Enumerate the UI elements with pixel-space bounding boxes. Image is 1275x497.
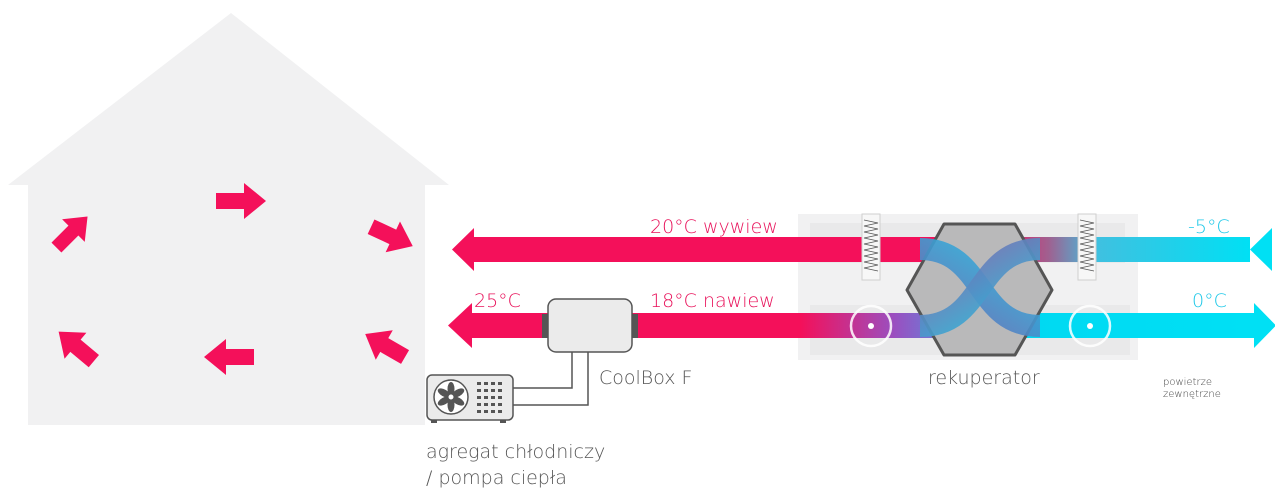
arrow-icon <box>204 339 254 375</box>
recuperator-label: rekuperator <box>928 367 1040 389</box>
outdoor-unit <box>426 374 514 423</box>
outdoor-unit-label-line1: agregat chłodniczy <box>426 441 606 463</box>
arrow-icon <box>367 219 413 253</box>
fan-icon <box>1068 304 1112 348</box>
outdoor-exhaust-temp: -5°C <box>1188 216 1230 238</box>
supply-label: 18°C nawiew <box>650 290 775 312</box>
arrow-icon <box>58 331 99 368</box>
heat-exchanger-icon <box>905 222 1054 357</box>
room-supply-temp: 25°C <box>474 290 521 312</box>
refrigerant-pipes <box>512 352 589 406</box>
vent-grille <box>477 382 502 413</box>
exhaust-label: 20°C wywiew <box>650 216 778 238</box>
outdoor-air-label: powietrze zewnętrzne <box>1163 377 1221 400</box>
fan-icon <box>433 379 469 415</box>
arrow-icon <box>51 216 88 253</box>
outdoor-intake-temp: 0°C <box>1192 290 1227 312</box>
heater-coil <box>861 213 881 281</box>
coolbox-unit <box>542 298 638 353</box>
arrow-icon <box>365 330 410 364</box>
outdoor-unit-label-line2: / pompa ciepła <box>426 467 567 489</box>
coolbox-label: CoolBox F <box>599 367 693 389</box>
heater-coil <box>1077 213 1097 281</box>
house-icon <box>8 13 449 425</box>
arrow-icon <box>216 183 266 219</box>
fan-icon <box>849 304 893 348</box>
